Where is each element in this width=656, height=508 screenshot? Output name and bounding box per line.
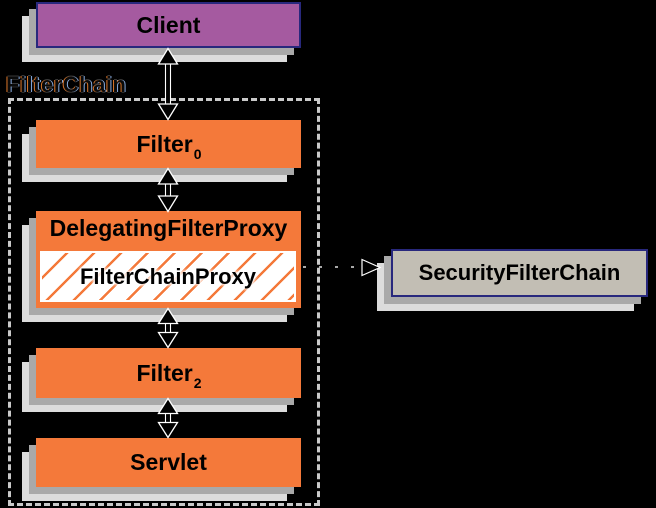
node-security-filter-chain-label: SecurityFilterChain bbox=[418, 260, 621, 285]
node-filter2-label: Filter2 bbox=[136, 359, 202, 392]
node-delegating-filter-proxy-label: DelegatingFilterProxy bbox=[49, 215, 288, 241]
arrow-filter0-delegatingfilterproxy bbox=[157, 167, 179, 213]
filterchain-container-border bbox=[8, 98, 320, 506]
node-filter2-subscript: 2 bbox=[193, 375, 202, 392]
arrow-delegatingfilterproxy-filter2 bbox=[157, 307, 179, 349]
node-security-filter-chain: SecurityFilterChain bbox=[391, 249, 648, 297]
dashed-connector-filterchainproxy-securityfilterchain bbox=[303, 266, 360, 268]
node-filter0-subscript: 0 bbox=[193, 146, 202, 163]
arrow-filter2-servlet bbox=[157, 397, 179, 439]
node-delegating-filter-proxy: DelegatingFilterProxy FilterChainProxy bbox=[36, 211, 301, 308]
node-filter0-label: Filter0 bbox=[136, 130, 202, 163]
node-client: Client bbox=[36, 2, 301, 48]
node-servlet-label: Servlet bbox=[130, 449, 207, 475]
connector-arrowhead-right bbox=[361, 258, 382, 277]
arrow-client-filter0 bbox=[157, 47, 179, 121]
filter-chain-proxy-hatch-pattern bbox=[42, 253, 294, 300]
node-filter0: Filter0 bbox=[36, 120, 301, 168]
node-filter-chain-proxy: FilterChainProxy bbox=[40, 251, 296, 302]
node-filter2: Filter2 bbox=[36, 348, 301, 398]
node-servlet: Servlet bbox=[36, 438, 301, 487]
filterchain-container-label: FilterChain bbox=[6, 72, 127, 97]
node-filter-chain-proxy-label: FilterChainProxy bbox=[79, 263, 257, 289]
node-client-label: Client bbox=[136, 11, 201, 38]
